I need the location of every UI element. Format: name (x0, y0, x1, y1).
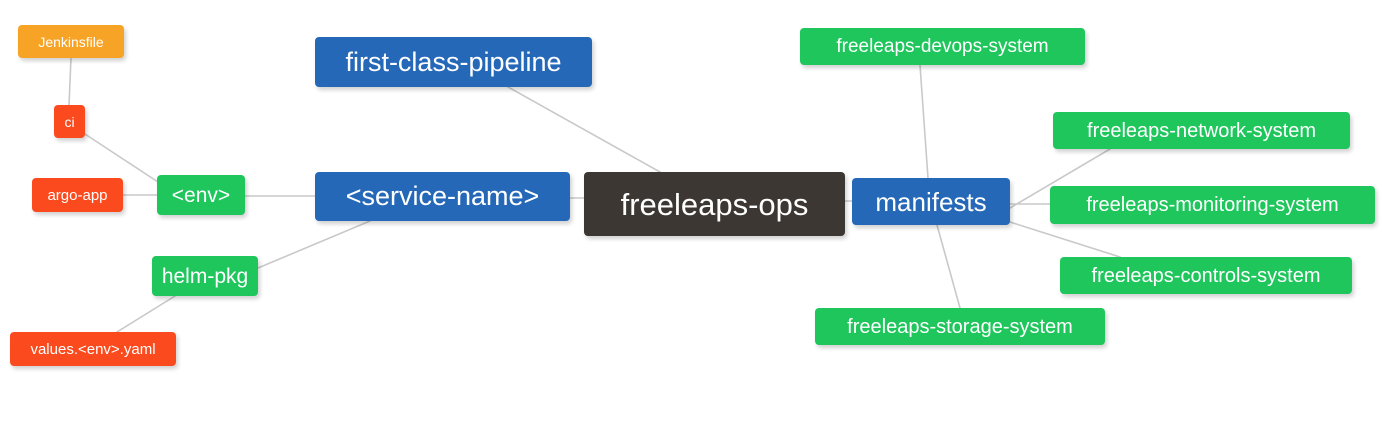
node-env[interactable]: <env> (157, 175, 245, 215)
node-freeleaps-ops[interactable]: freeleaps-ops (584, 172, 845, 236)
node-jenkinsfile[interactable]: Jenkinsfile (18, 25, 124, 58)
edge-ci-env (84, 133, 159, 183)
edge-jenkinsfile-ci (68, 57, 72, 106)
node-label-ci: ci (64, 113, 75, 130)
node-label-storage-system: freeleaps-storage-system (847, 315, 1073, 338)
node-network-system[interactable]: freeleaps-network-system (1053, 112, 1350, 149)
node-label-helm-pkg: helm-pkg (161, 264, 249, 288)
node-first-class-pipeline[interactable]: first-class-pipeline (315, 37, 592, 87)
node-helm-pkg[interactable]: helm-pkg (152, 256, 258, 296)
node-label-values-yaml: values.<env>.yaml (30, 340, 156, 358)
node-devops-system[interactable]: freeleaps-devops-system (800, 28, 1085, 65)
edge-manifests-controls (1009, 221, 1121, 258)
node-label-manifests: manifests (875, 186, 987, 217)
node-label-monitoring-system: freeleaps-monitoring-system (1086, 194, 1339, 216)
edge-service-helm (257, 220, 371, 269)
edge-manifests-storage (936, 224, 961, 309)
node-controls-system[interactable]: freeleaps-controls-system (1060, 257, 1352, 294)
node-label-controls-system: freeleaps-controls-system (1091, 264, 1321, 287)
node-label-service-name: <service-name> (345, 181, 540, 211)
edge-pipeline-ops (507, 86, 661, 173)
node-manifests[interactable]: manifests (852, 178, 1010, 225)
node-label-argo-app: argo-app (47, 186, 108, 204)
node-monitoring-system[interactable]: freeleaps-monitoring-system (1050, 186, 1375, 224)
node-label-network-system: freeleaps-network-system (1087, 119, 1316, 142)
node-values-yaml[interactable]: values.<env>.yaml (10, 332, 176, 366)
node-label-freeleaps-ops: freeleaps-ops (620, 186, 809, 222)
edge-helm-values (116, 295, 176, 333)
node-service-name[interactable]: <service-name> (315, 172, 570, 221)
node-storage-system[interactable]: freeleaps-storage-system (815, 308, 1105, 345)
node-ci[interactable]: ci (54, 105, 85, 138)
node-label-env: <env> (171, 183, 231, 207)
node-label-jenkinsfile: Jenkinsfile (38, 33, 104, 50)
node-argo-app[interactable]: argo-app (32, 178, 123, 212)
node-label-devops-system: freeleaps-devops-system (836, 36, 1049, 57)
edge-manifests-devops (919, 64, 929, 179)
node-label-first-class-pipeline: first-class-pipeline (345, 46, 562, 77)
